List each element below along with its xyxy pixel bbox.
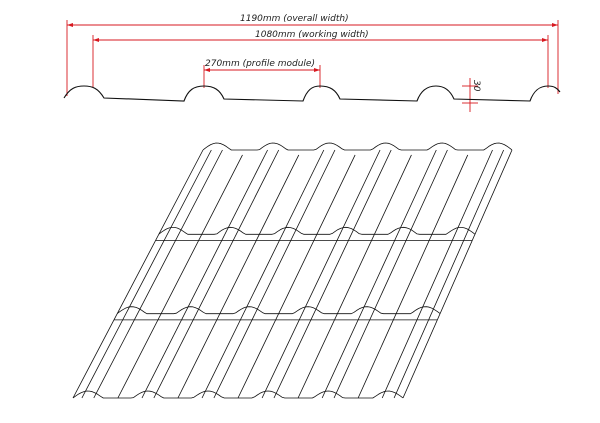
rib-line: [321, 149, 437, 399]
valley-line: [297, 154, 412, 399]
rib-line: [141, 149, 268, 399]
valley-line: [177, 154, 300, 399]
rib-line: [201, 149, 325, 399]
overall-width-dimension: 1190mm (overall width): [66, 14, 559, 96]
step-profile: [72, 390, 404, 399]
valley-line: [237, 154, 356, 399]
profile-height-label: 30: [471, 80, 481, 92]
valley-line: [357, 154, 469, 399]
profile-module-label: 270mm (profile module): [205, 59, 315, 69]
working-width-dimension: 1080mm (working width): [92, 30, 549, 88]
profile-module-dimension: 270mm (profile module): [203, 59, 321, 88]
sheet-right-edge: [402, 149, 513, 399]
rib-line: [153, 149, 280, 399]
valley-line: [117, 154, 243, 399]
rib-line: [273, 149, 392, 399]
sheet-left-edge: [72, 149, 204, 399]
rib-line: [333, 149, 448, 399]
profile-height-dimension: 30: [462, 78, 481, 112]
rib-line: [93, 149, 223, 399]
rib-line: [381, 149, 493, 399]
step-profile: [158, 226, 476, 235]
rib-line: [393, 149, 505, 399]
rib-line: [213, 149, 336, 399]
rib-line: [261, 149, 381, 399]
rib-line: [81, 149, 212, 399]
tile-sheet-3d-view: [72, 142, 513, 399]
step-profile: [116, 306, 441, 315]
overall-width-label: 1190mm (overall width): [240, 14, 349, 24]
step-profile: [202, 142, 513, 151]
working-width-label: 1080mm (working width): [255, 30, 369, 40]
tile-cross-section-profile: [63, 85, 561, 102]
